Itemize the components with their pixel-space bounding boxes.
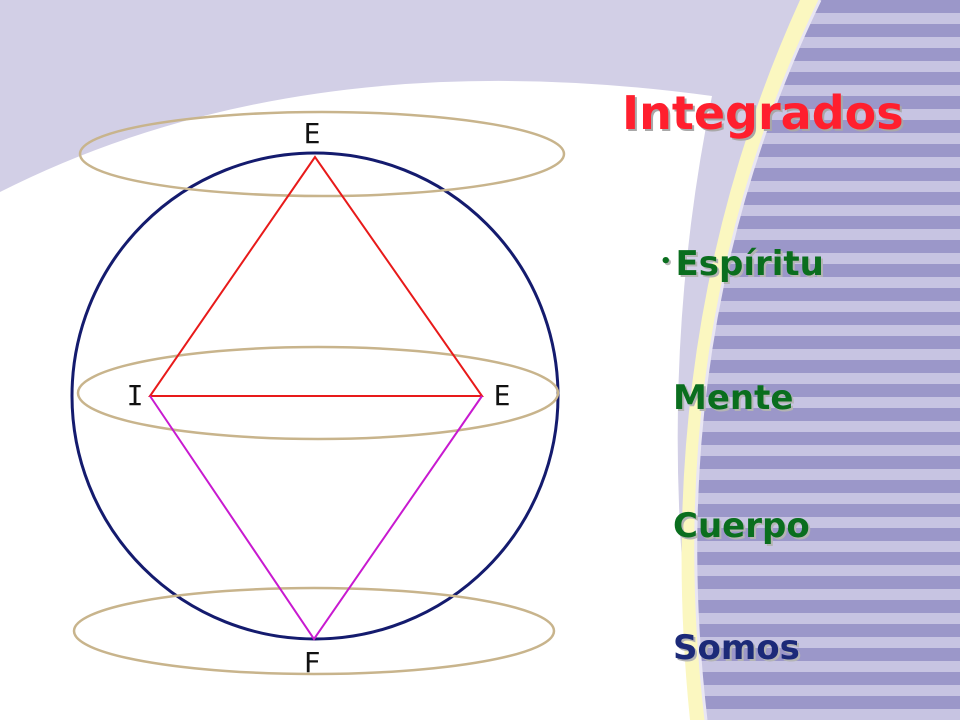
item-somos: Somos (673, 628, 800, 668)
vertex-label-bottom: F (304, 646, 321, 679)
item-mente-label: Mente (673, 378, 794, 418)
background-band-edge (694, 0, 822, 720)
item-cuerpo: Cuerpo (673, 506, 810, 546)
middle-ring (76, 345, 560, 441)
lower-triangle (149, 395, 483, 641)
vertex-label-left: I (127, 379, 144, 412)
bullet-icon: • (660, 251, 672, 272)
item-espiritu-label: Espíritu (675, 244, 824, 284)
slide-title: Integrados (622, 86, 904, 140)
top-ring (78, 110, 566, 198)
upper-triangle (148, 155, 484, 397)
item-mente: Mente (673, 378, 793, 418)
vertex-label-top: E (304, 117, 321, 150)
background-white-area (0, 80, 712, 720)
bottom-ring (72, 586, 556, 676)
vertex-label-right: E (494, 379, 511, 412)
item-espiritu: •Espíritu (660, 244, 824, 284)
item-cuerpo-label: Cuerpo (673, 506, 810, 546)
item-somos-label: Somos (673, 628, 800, 668)
